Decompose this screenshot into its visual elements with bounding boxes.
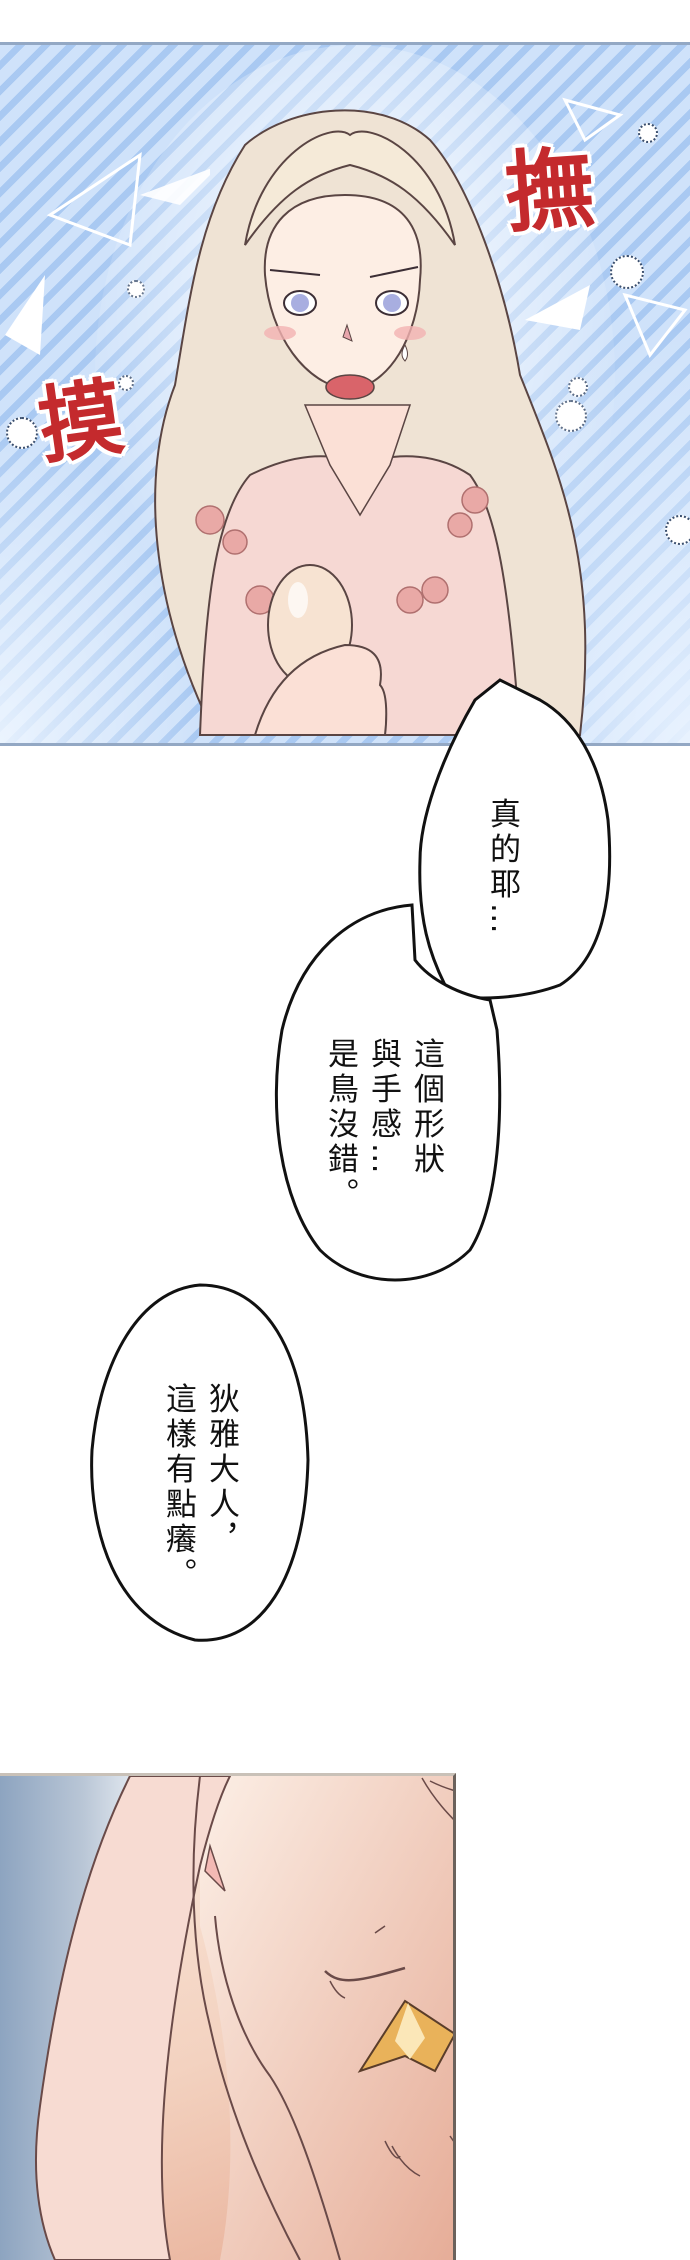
dotted-circle-icon: [665, 515, 690, 545]
dotted-circle-icon: [610, 255, 644, 289]
girl-illustration: [95, 45, 615, 736]
panel-hand-on-chick: [0, 1773, 456, 2260]
speech-bubble-3: [90, 1283, 310, 1642]
bubble-1-line-1: 真的耶…: [484, 797, 520, 938]
bubble-2-line-1: 這個形狀: [408, 1037, 444, 1178]
chick-closeup-illustration: [35, 1776, 453, 2260]
speech-bubble-2: [274, 903, 502, 1282]
bubble-2-line-2: 與手感…: [365, 1037, 401, 1178]
bubble-1-text: 真的耶…: [480, 770, 566, 938]
triangle-decoration-icon: [5, 275, 45, 355]
dotted-circle-icon: [6, 417, 38, 449]
bubble-3-line-2: 這樣有點癢。: [160, 1382, 196, 1593]
bubble-3-line-1: 狄雅大人，: [203, 1382, 239, 1558]
panel-girl-stroking-egg: 撫 摸: [0, 42, 690, 746]
speech-bubble-1: [418, 678, 612, 1000]
bubble-3-text: 狄雅大人， 這樣有點癢。: [156, 1355, 285, 1593]
bubble-2-text: 這個形狀 與手感… 是鳥沒錯。: [318, 1010, 490, 1213]
dotted-circle-icon: [638, 123, 658, 143]
bubble-2-line-3: 是鳥沒錯。: [322, 1037, 358, 1213]
triangle-decoration-icon: [622, 292, 688, 358]
triangle-decoration-icon: [562, 97, 624, 143]
